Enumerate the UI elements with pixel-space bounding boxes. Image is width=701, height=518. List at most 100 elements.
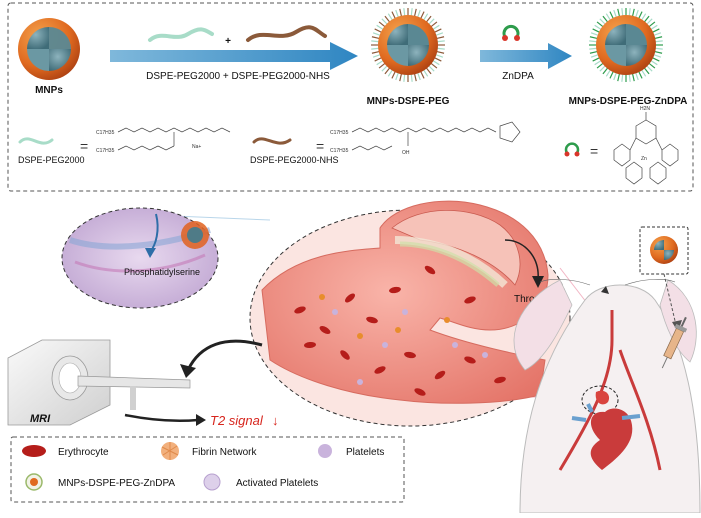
- peg-chain: [643, 67, 650, 75]
- peg-chain: [371, 50, 380, 54]
- peg-chain: [654, 47, 663, 50]
- peg-chain: [613, 9, 617, 18]
- peg-chain: [621, 73, 624, 82]
- peg-chain: [422, 69, 429, 77]
- peg-chain: [589, 50, 598, 54]
- peg-chain: [650, 24, 658, 31]
- peg-chain: [643, 15, 650, 23]
- ps-label: Phosphatidylserine: [124, 267, 200, 277]
- mnp-particle: [18, 18, 80, 80]
- peg-chain-icon: [148, 27, 214, 42]
- legend-item-platelets: Platelets: [318, 444, 384, 458]
- final-label: MNPs-DSPE-PEG-ZnDPA: [569, 96, 688, 107]
- legend-item-activated-platelets: Activated Platelets: [203, 473, 318, 491]
- synthesis-arrow-1: [110, 42, 358, 70]
- peg-chain: [592, 57, 601, 62]
- peg-chain: [399, 8, 403, 17]
- thrombus-arrowhead: [532, 276, 544, 288]
- peg-chain: [417, 9, 421, 18]
- peg-chain: [371, 40, 380, 43]
- peg-chain: [420, 70, 425, 79]
- peg-chain: [631, 73, 635, 82]
- peg-chain: [648, 62, 656, 69]
- legend-platelets-label: Platelets: [346, 447, 384, 458]
- legend-border: [10, 436, 405, 503]
- equals-sign-3: =: [590, 143, 598, 159]
- synthesis-panel-border: [7, 2, 694, 192]
- erythrocytes: [294, 265, 506, 396]
- peg-chain: [378, 21, 386, 28]
- peg-chain: [384, 15, 391, 23]
- peg-chain: [640, 13, 647, 21]
- legend-fibrin-label: Fibrin Network: [192, 447, 257, 458]
- legend-item-erythrocyte: Erythrocyte: [22, 445, 109, 458]
- legend-erythrocyte-label: Erythrocyte: [58, 447, 109, 458]
- peg-chain: [640, 69, 647, 77]
- peg-chain: [395, 9, 399, 18]
- peg-chain: [372, 54, 381, 58]
- peg-chain: [374, 57, 383, 62]
- nh2-label: H2N: [640, 106, 650, 112]
- peg-chain: [609, 11, 614, 20]
- peg-chain: [422, 13, 429, 21]
- peg-chain: [425, 15, 432, 23]
- peg-chain: [435, 32, 444, 36]
- peg-chain: [635, 72, 639, 81]
- mnp-peg-zndpa-particle: [596, 15, 656, 75]
- peg-chain: [413, 73, 417, 82]
- peg-chain: [654, 40, 663, 43]
- peg-chain: [596, 21, 604, 28]
- peg-chain: [371, 47, 380, 50]
- peg-chain: [592, 28, 601, 33]
- peg-chain: [613, 72, 617, 81]
- peg-chain: [417, 72, 421, 81]
- equals-sign-1: =: [80, 138, 88, 154]
- peg-chain: [617, 73, 621, 82]
- peg-chain: [433, 28, 442, 33]
- fuzz-intermediate: [371, 8, 445, 82]
- mnp-peg-particle: [378, 15, 438, 75]
- synthesis-arrow-2: [480, 43, 572, 69]
- mri-curve-arrowhead: [180, 364, 196, 378]
- activated-platelet-icon: [203, 473, 221, 491]
- zndpa-structure: [613, 112, 679, 185]
- peg-chain: [609, 70, 614, 79]
- platelets: [332, 309, 488, 385]
- na-label: Na+: [192, 144, 201, 150]
- peg-chain: [410, 8, 413, 17]
- t2-down-arrow: ↓: [272, 413, 279, 428]
- peg-chain: [387, 13, 394, 21]
- peg-chain: [590, 54, 599, 58]
- cell-zoom: [61, 207, 219, 309]
- peg-chain: [605, 13, 612, 21]
- thrombus-arrow: [504, 239, 539, 281]
- equals-sign-2: =: [316, 138, 324, 154]
- peg-chain: [395, 72, 399, 81]
- peg-chain: [599, 18, 606, 25]
- peg-chain: [638, 11, 643, 20]
- peg-chain: [605, 69, 612, 77]
- peg-chain: [602, 15, 609, 23]
- peg-chain: [646, 18, 653, 25]
- peg-chain: [436, 36, 445, 40]
- peg-chain: [589, 47, 598, 50]
- peg-chain: [428, 18, 435, 25]
- peg-chain: [638, 70, 643, 79]
- structure-row: DSPE-PEG2000 = C17H35 C17H35 Na+ DSPE-PE…: [18, 106, 679, 185]
- peg-nhs-legend-icon: [252, 137, 292, 145]
- legend-item-fibrin: Fibrin Network: [161, 442, 257, 460]
- peg-chain: [376, 59, 384, 66]
- mnp-label: MNPs: [35, 85, 63, 96]
- dspe-peg-structure: [117, 127, 231, 151]
- peg-chain: [654, 36, 663, 40]
- alkyl-1: C17H35: [96, 130, 115, 136]
- legend-nanoparticle-label: MNPs-DSPE-PEG-ZnDPA: [58, 478, 175, 489]
- heart-icon: [571, 403, 641, 470]
- peg-chain: [425, 67, 432, 75]
- mri-machine: [7, 339, 191, 426]
- syringe-icon: [661, 316, 688, 369]
- peg-chain: [376, 24, 384, 31]
- vessel-zoom: [249, 200, 571, 427]
- peg-chain: [391, 11, 396, 20]
